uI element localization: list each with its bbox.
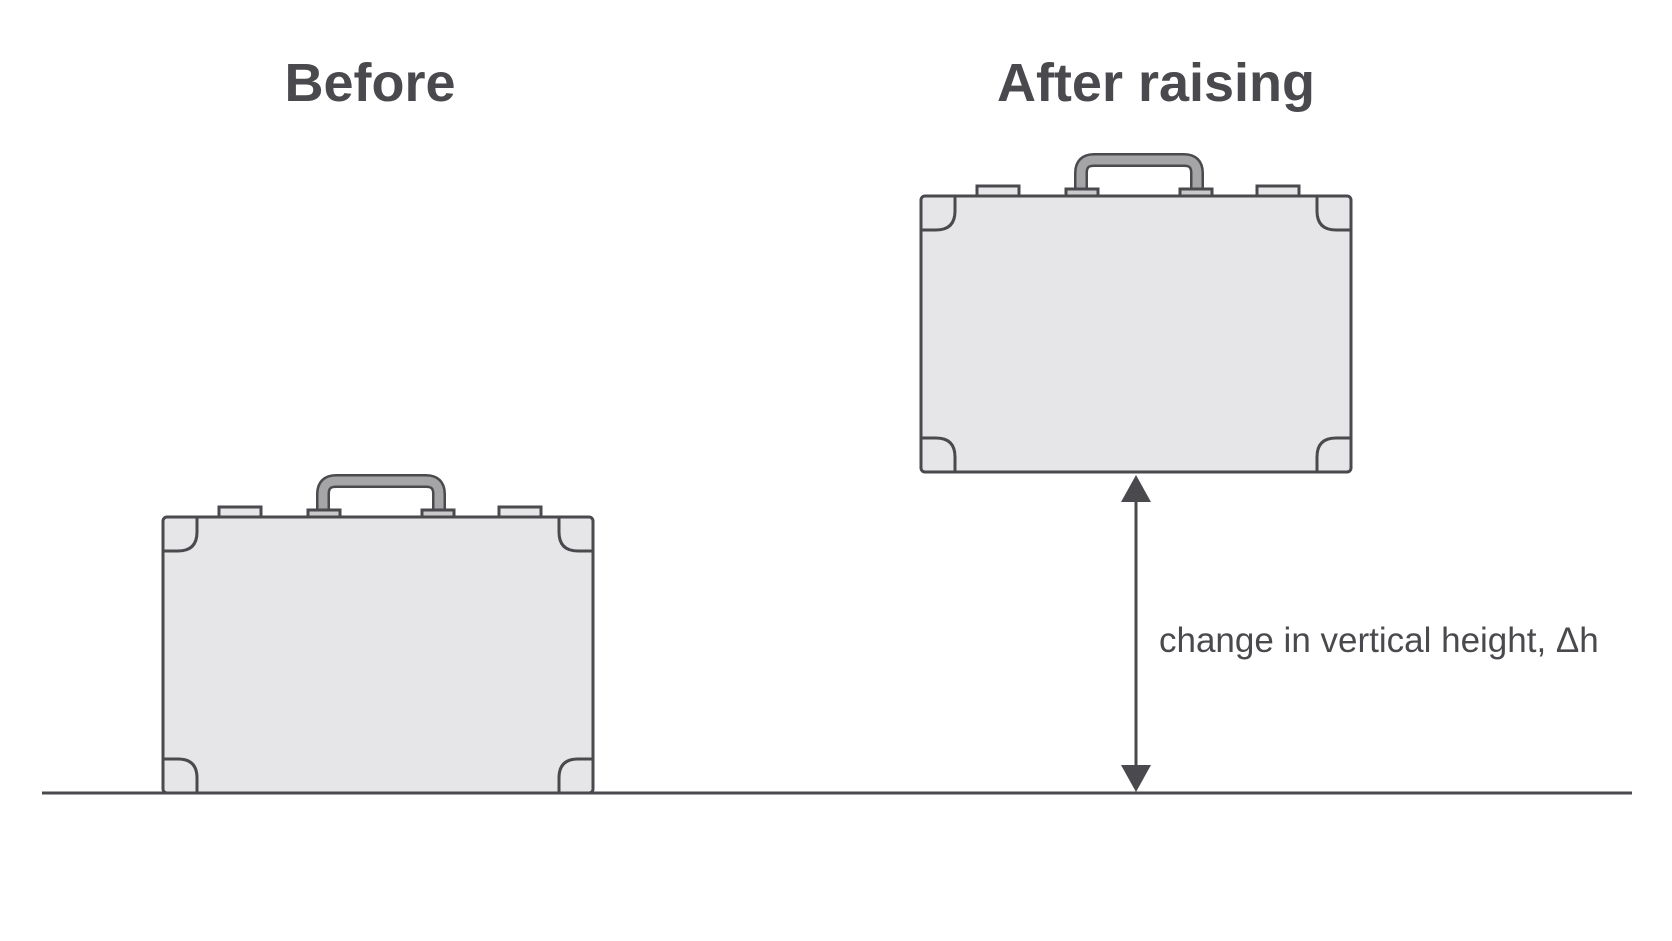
arrow-up-icon <box>1121 475 1151 502</box>
suitcase-before <box>161 474 595 795</box>
after-title: After raising <box>997 53 1315 113</box>
height-change-arrow <box>1121 475 1151 792</box>
arrow-down-icon <box>1121 765 1151 792</box>
height-change-label: change in vertical height, Δh <box>1159 621 1599 660</box>
corner-guards <box>921 196 1351 472</box>
handle-icon <box>1064 153 1214 199</box>
case-body <box>919 194 1353 474</box>
case-body <box>161 515 595 795</box>
before-title: Before <box>284 53 455 113</box>
suitcase-after <box>919 153 1353 474</box>
corner-guards <box>163 517 593 793</box>
handle-icon <box>306 474 456 520</box>
